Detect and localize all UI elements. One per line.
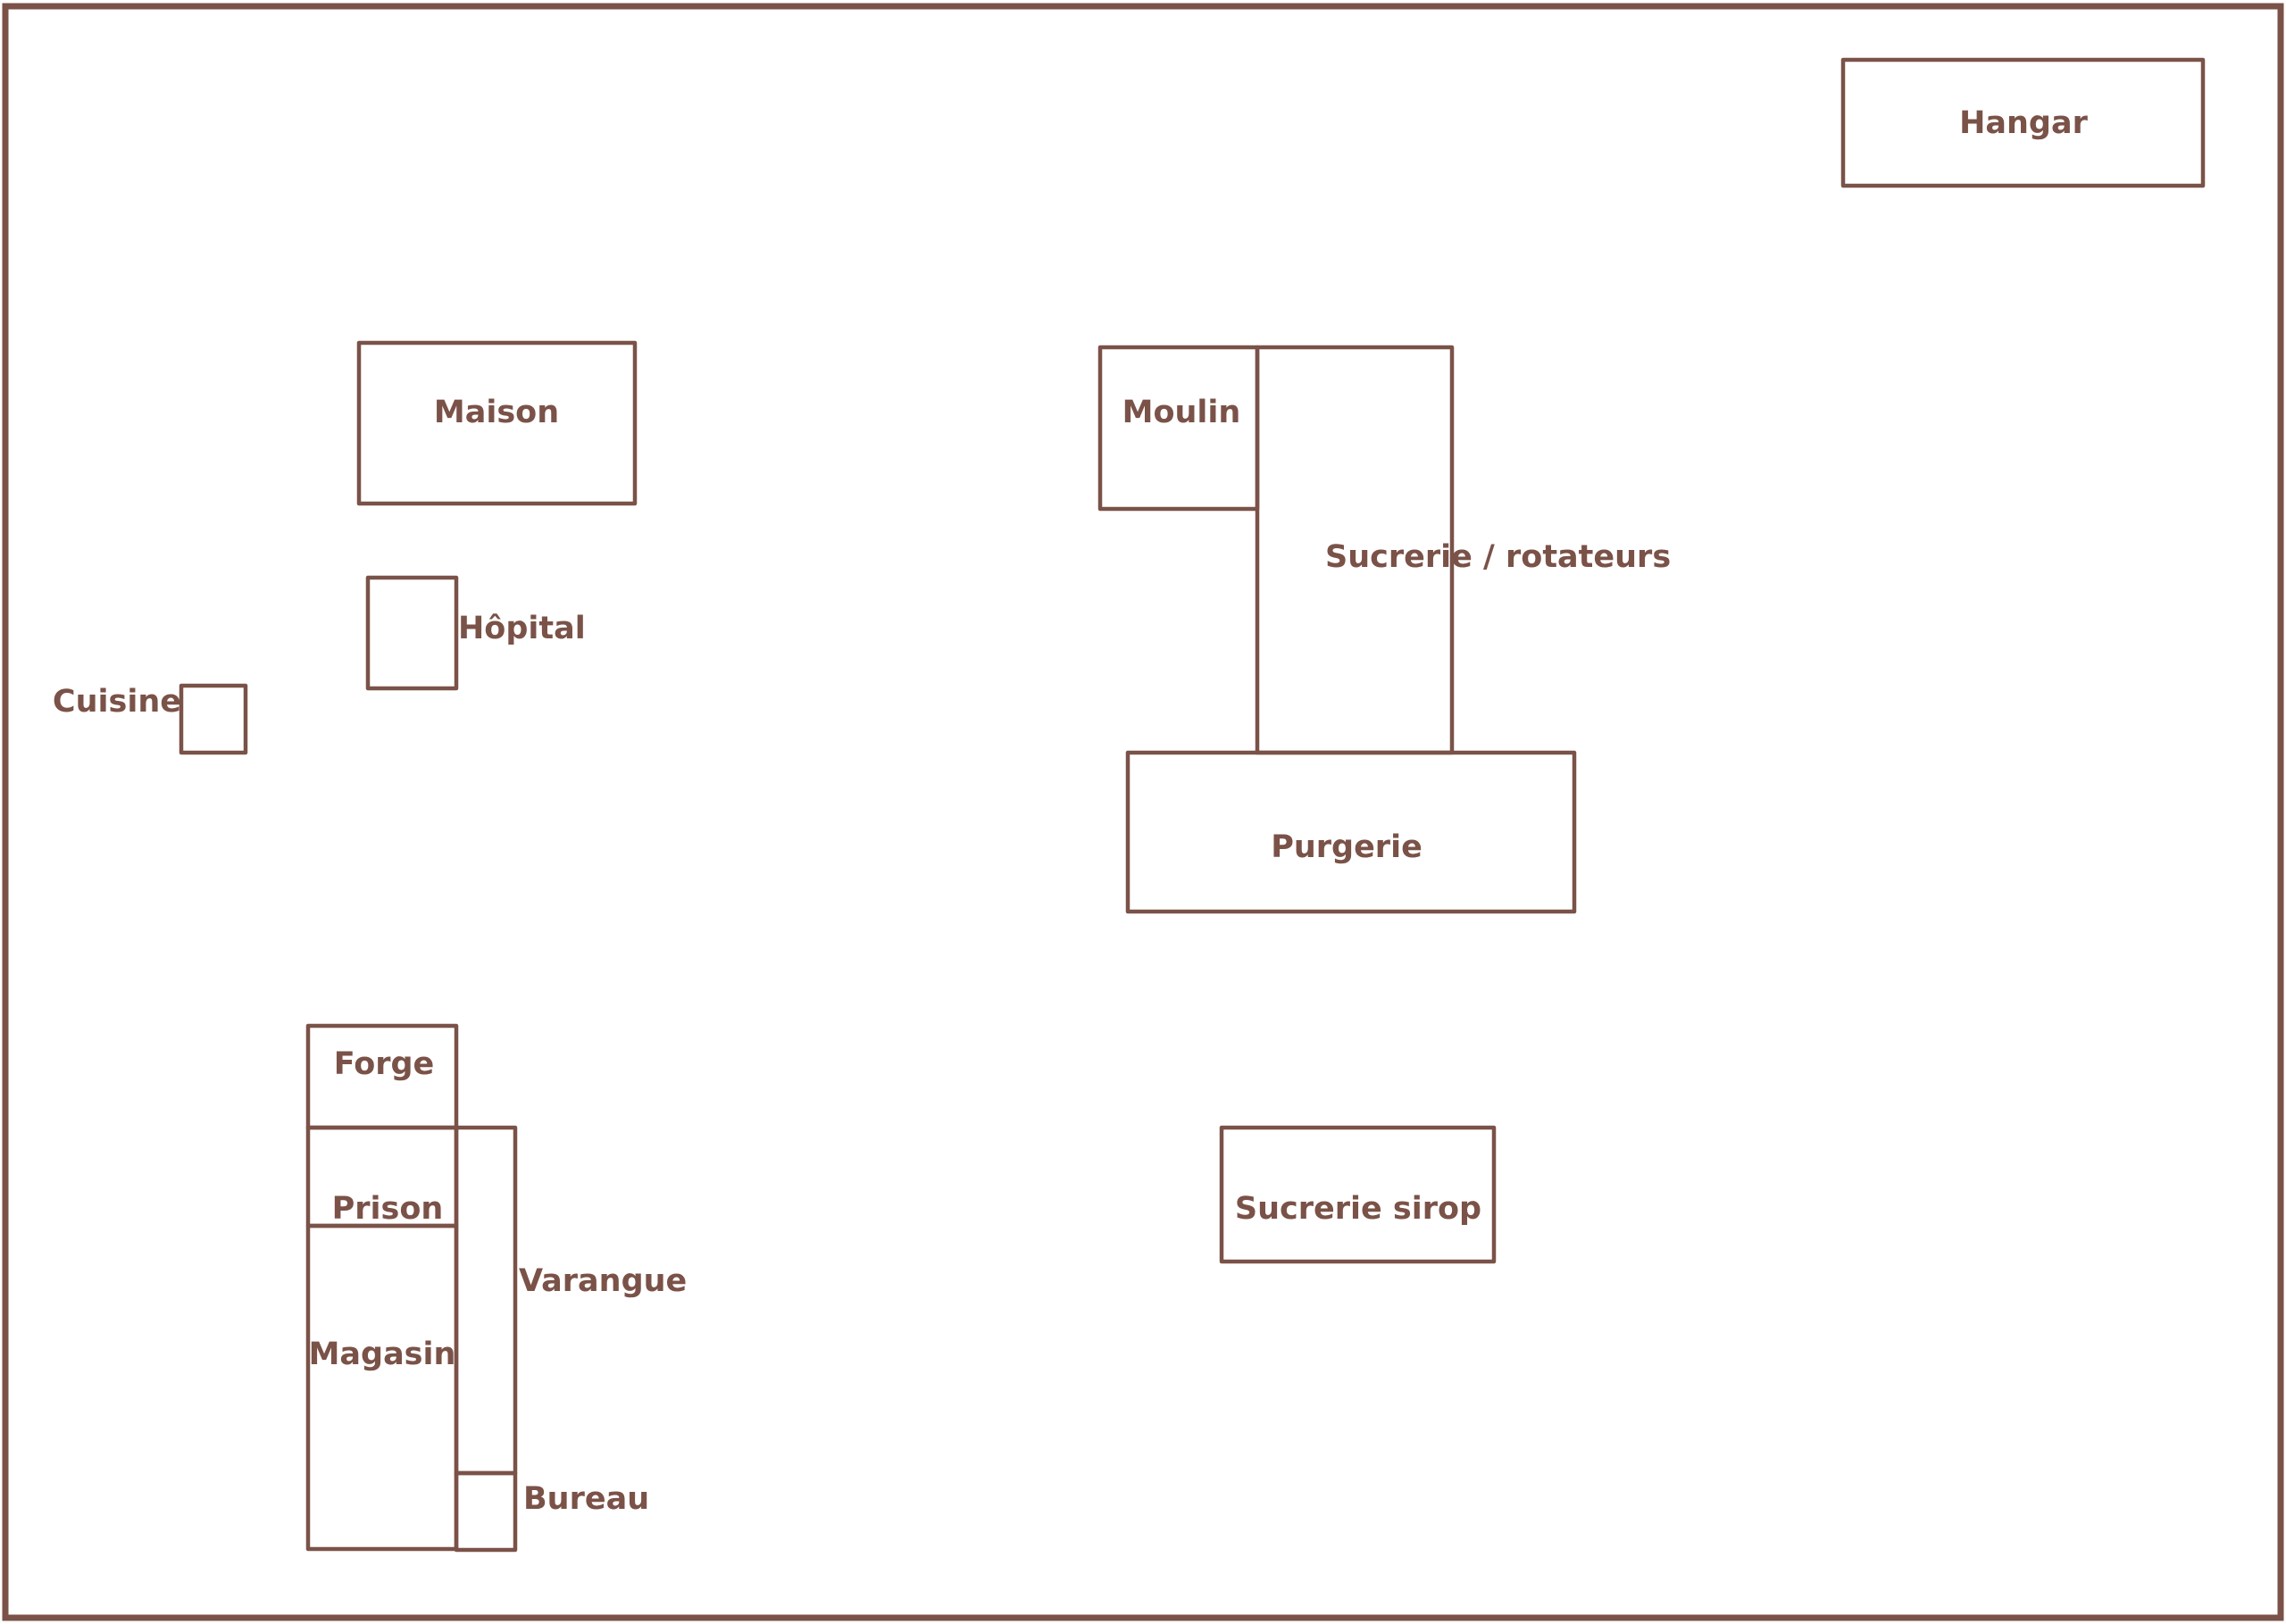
building-varangue — [454, 1125, 518, 1476]
label-hopital: Hôpital — [458, 611, 586, 646]
label-maison: Maison — [434, 395, 559, 430]
label-prison: Prison — [332, 1191, 444, 1227]
label-cuisine: Cuisine — [53, 684, 181, 720]
building-cuisine — [179, 683, 248, 755]
label-sucrerie-sirop: Sucrerie sirop — [1235, 1191, 1481, 1227]
label-bureau: Bureau — [523, 1481, 649, 1517]
property-boundary — [2, 3, 2284, 1621]
label-moulin: Moulin — [1122, 395, 1241, 430]
building-hopital — [365, 575, 459, 691]
building-magasin — [305, 1223, 459, 1552]
building-hangar — [1840, 57, 2206, 188]
label-hangar: Hangar — [1959, 105, 2088, 141]
label-purgerie: Purgerie — [1271, 829, 1422, 865]
label-forge: Forge — [334, 1046, 435, 1082]
building-purgerie — [1125, 750, 1577, 914]
building-maison — [356, 340, 638, 506]
building-sucrerie-sirop — [1219, 1125, 1497, 1264]
label-sucrerie-rotateurs: Sucrerie / rotateurs — [1325, 539, 1671, 575]
label-magasin: Magasin — [309, 1337, 456, 1372]
building-bureau — [454, 1470, 518, 1553]
label-varangue: Varangue — [519, 1263, 687, 1299]
